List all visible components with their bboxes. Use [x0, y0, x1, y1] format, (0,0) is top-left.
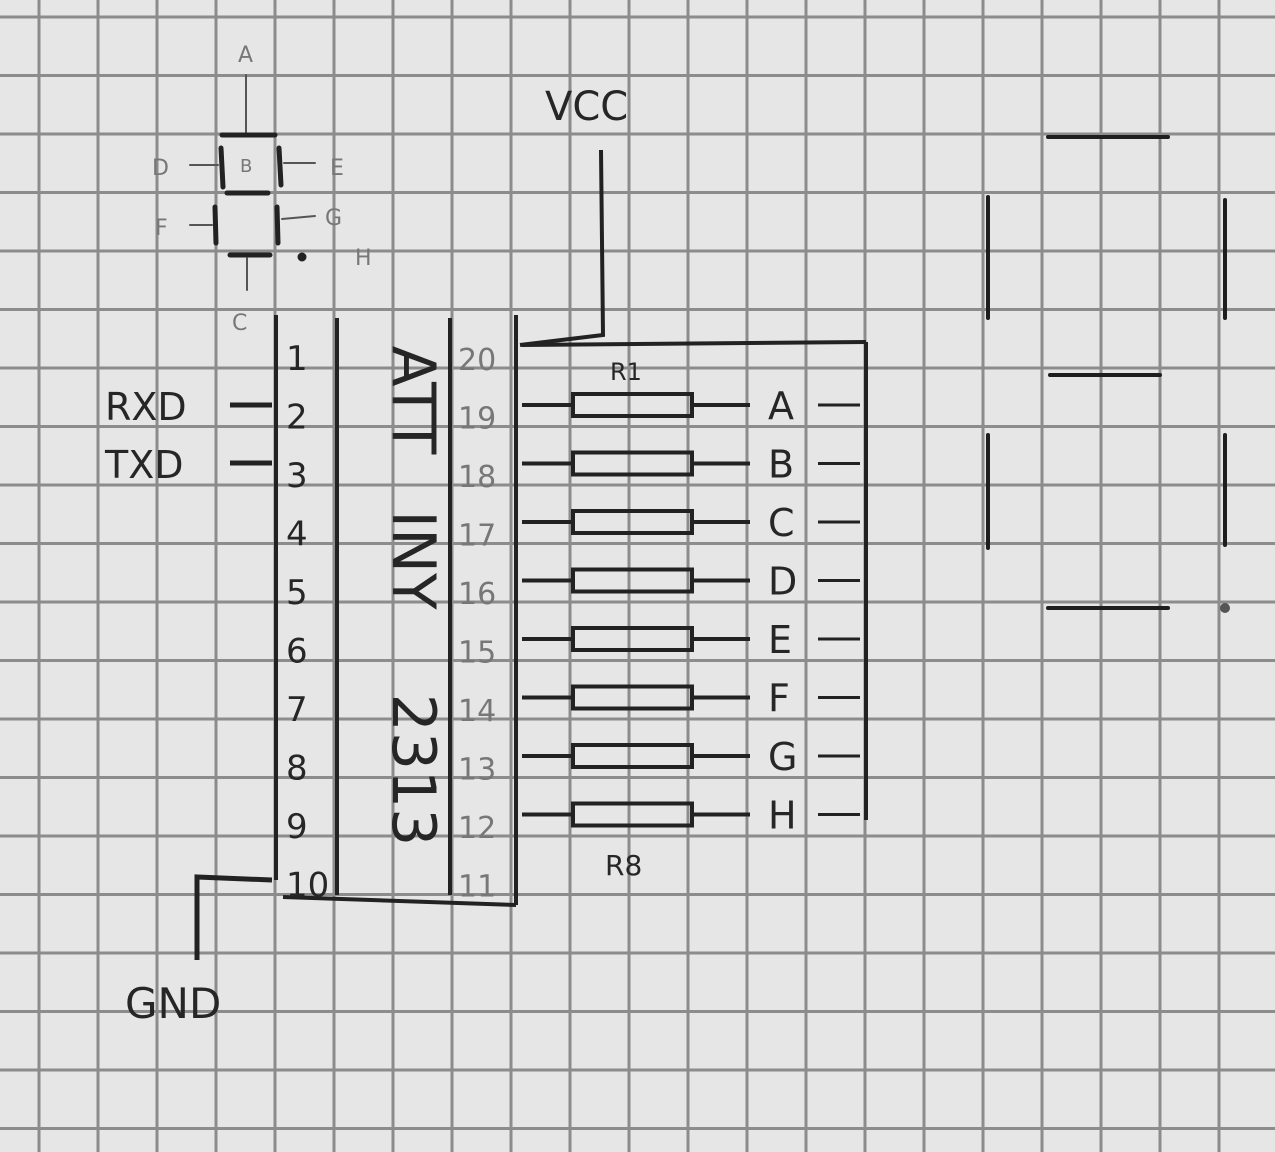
right-pin-number: 18 [458, 460, 496, 495]
left-pin-number: 5 [286, 573, 308, 613]
resistor: D [522, 560, 860, 604]
chip-name-line: INY [378, 510, 448, 610]
left-pin-number: 3 [286, 456, 308, 496]
resistor-output-label: E [768, 618, 792, 662]
resistor-output-label: A [768, 384, 794, 428]
left-pin-number: 1 [286, 339, 308, 379]
vcc-label: VCC [545, 84, 628, 130]
seg-label-f: F [155, 216, 168, 241]
large-seven-segment-outline [986, 135, 1230, 613]
left-pin-number: 8 [286, 749, 308, 789]
right-pin-number: 11 [458, 870, 496, 905]
gnd-wire [194, 874, 273, 960]
rxd-label: RXD [105, 385, 187, 429]
resistor-r8-label: R8 [605, 849, 642, 882]
right-pin-number: 13 [458, 753, 496, 788]
resistor-output-label: G [768, 735, 797, 779]
seg-label-b: B [240, 156, 252, 177]
resistor: A [522, 384, 860, 428]
resistor: E [522, 618, 860, 662]
chip-pins: 1 20 2 19 3 18 4 17 5 16 6 15 7 14 8 13 9 12 10 11 [286, 339, 496, 906]
left-pin-number: 7 [286, 690, 308, 730]
resistor: B [522, 443, 860, 487]
chip-name: ATT INY 2313 [378, 346, 448, 847]
right-pin-number: 20 [458, 343, 496, 378]
chip-name-line: 2313 [378, 694, 448, 847]
chip-name-line: ATT [378, 346, 448, 455]
resistor: C [522, 501, 860, 545]
right-pin-number: 16 [458, 577, 496, 612]
right-pin-number: 15 [458, 636, 496, 671]
resistor-output-label: D [768, 560, 797, 604]
resistor-output-label: F [768, 677, 790, 721]
left-pin-number: 9 [286, 807, 308, 847]
seg-label-g: G [325, 206, 342, 231]
txd-label: TXD [104, 443, 184, 487]
gnd-label: GND [125, 979, 221, 1028]
chip-body [274, 315, 868, 907]
resistor-output-label: H [768, 794, 797, 838]
resistor-r1-label: R1 [610, 358, 642, 386]
right-pin-number: 19 [458, 402, 496, 437]
seg-label-e: E [330, 156, 344, 181]
resistor-output-label: B [768, 443, 794, 487]
seg-label-d: D [152, 156, 169, 181]
seg-label-c: C [232, 311, 247, 336]
resistor-output-label: C [768, 501, 795, 545]
right-pin-number: 17 [458, 519, 496, 554]
left-pin-number: 4 [286, 515, 308, 555]
serial-wires [230, 402, 272, 466]
seg-label-h: H [355, 246, 372, 271]
right-pin-number: 14 [458, 694, 496, 729]
resistor: H [522, 794, 860, 838]
resistor: F [522, 677, 860, 721]
segment-legend [189, 74, 316, 291]
seg-label-a: A [238, 43, 253, 68]
left-pin-number: 10 [286, 866, 329, 906]
resistor: G [522, 735, 860, 779]
right-pin-number: 12 [458, 811, 496, 846]
vcc-wire [519, 149, 606, 347]
left-pin-number: 2 [286, 398, 308, 438]
left-pin-number: 6 [286, 632, 308, 672]
